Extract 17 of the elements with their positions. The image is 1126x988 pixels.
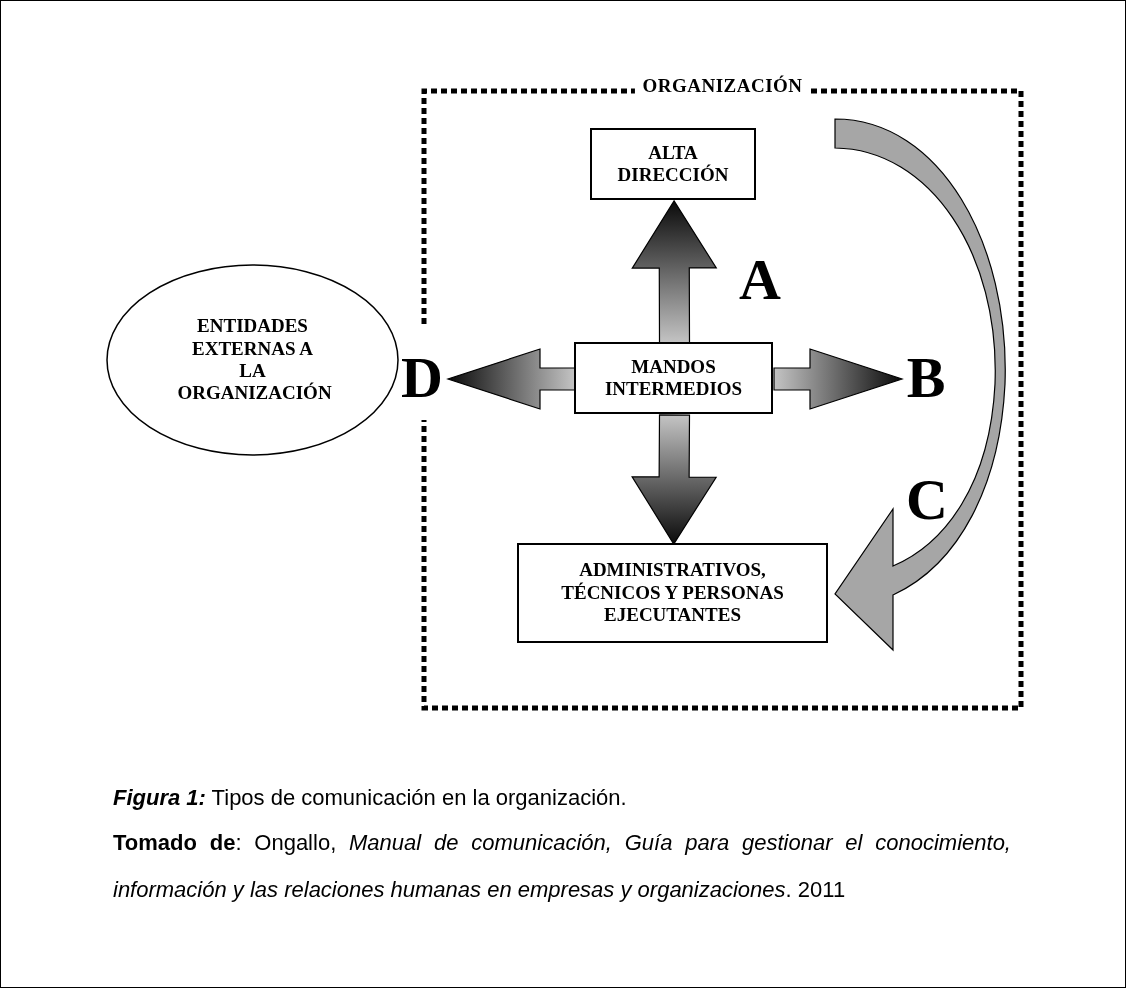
letter-label: D	[401, 349, 443, 407]
block-arrow	[773, 348, 904, 410]
edge-label: C	[906, 471, 948, 529]
block-arrow	[631, 414, 718, 546]
process-box	[574, 342, 773, 414]
block-arrow	[446, 348, 576, 410]
node-label: MANDOS INTERMEDIOS	[604, 355, 743, 401]
figure-caption: Figura 1: Tipos de comunicación en la organización.	[113, 784, 628, 812]
node-label: ALTA DIRECCIÓN	[617, 141, 729, 187]
node-label: ADMINISTRATIVOS, TÉCNICOS Y PERSONAS EJECUTANTES	[560, 559, 785, 627]
letter-label: B	[906, 349, 946, 407]
process-box	[517, 543, 828, 643]
process-box	[590, 128, 756, 200]
edge-label: A	[739, 251, 781, 309]
source-note: Tomado de: Ongallo, Manual de comunicación, Guía para gestionar el conocimiento, información y las relaciones humanas en empresas y organizaciones. 2011	[113, 829, 1011, 904]
curved-block-arrow	[834, 118, 1006, 651]
block-arrow	[631, 199, 718, 344]
